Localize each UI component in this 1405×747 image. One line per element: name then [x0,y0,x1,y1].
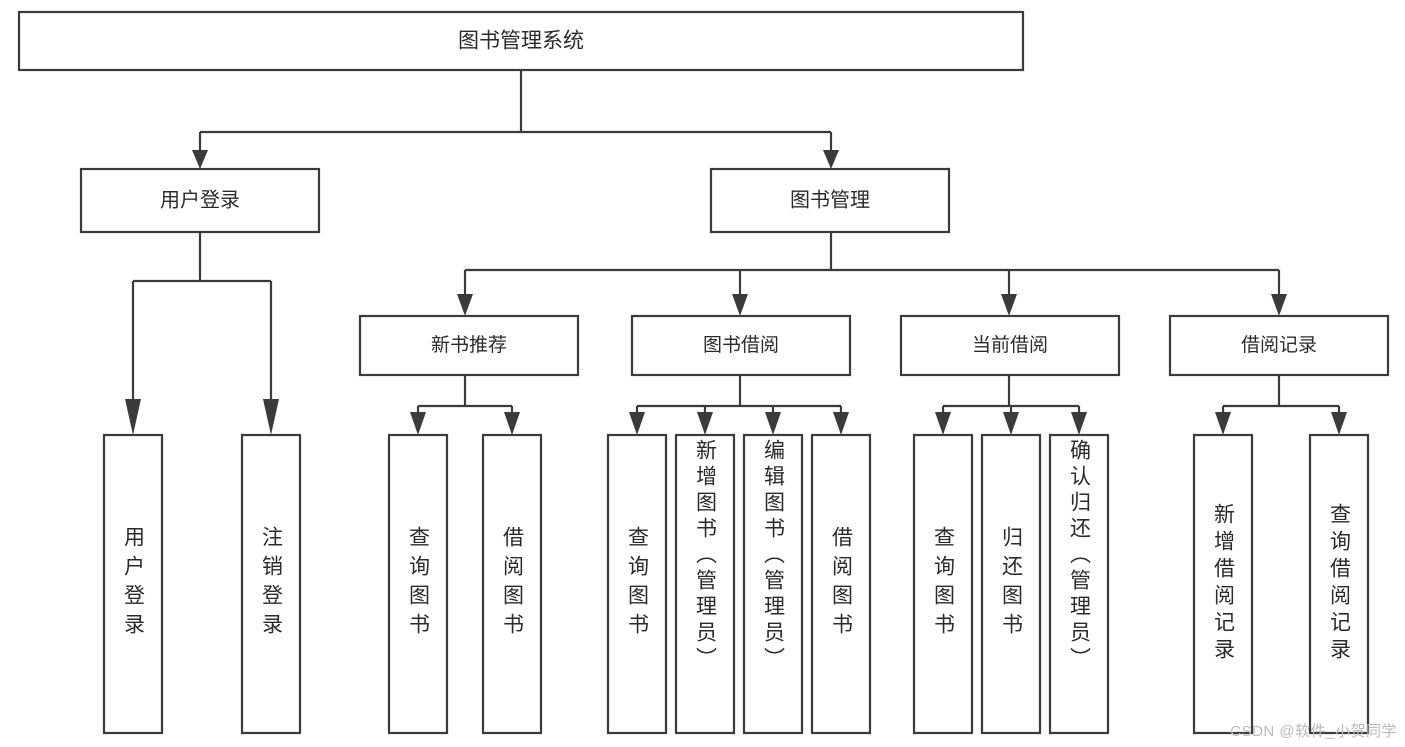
leaf-borrow-book-a-label: 借阅图书 [500,526,524,642]
node-borrow-record-label: 借阅记录 [1241,334,1317,356]
leaf-query-book-c-box[interactable] [912,433,974,735]
node-new-book-rec-label: 新书推荐 [431,334,507,356]
leaf-logout-box[interactable] [240,433,302,735]
leaf-add-record-label: 新增借阅记录 [1211,503,1235,665]
leaf-query-record[interactable] [1308,433,1370,735]
leaf-query-book-b[interactable] [606,433,668,735]
node-user-login-label: 用户登录 [160,188,240,211]
leaf-borrow-book-b-box[interactable] [810,433,872,735]
leaf-return-book-label: 归还图书 [999,526,1023,642]
leaf-borrow-book-b-label: 借阅图书 [829,526,853,642]
leaf-add-record-box[interactable] [1192,433,1254,735]
leaf-logout-label: 注销登录 [259,526,283,642]
node-book-manage-label: 图书管理 [790,188,870,211]
arrow-leaf-confirm-return [1071,412,1087,435]
leaf-query-book-c-label: 查询图书 [931,526,955,642]
node-user-login-box[interactable] [79,167,321,234]
arrow-leaf-add-book [697,412,713,435]
arrow-leaf-query-book-a [410,412,426,435]
arrow-leaf-edit-book [765,412,781,435]
node-current-borrow[interactable]: 当前借阅 [899,314,1121,377]
arrow-leaf-logout [263,399,279,435]
arrow-leaf-user-login [125,399,141,435]
node-borrow-record[interactable]: 借阅记录 [1168,314,1390,377]
arrow-to-book-manage [823,150,839,169]
arrow-to-borrow-record [1271,294,1287,316]
leaf-borrow-book-b[interactable] [810,433,872,735]
leaf-add-book[interactable] [674,433,736,735]
node-root-box[interactable] [17,10,1025,72]
arrow-to-current-borrow [1001,294,1017,316]
arrow-leaf-add-record [1215,412,1231,435]
leaf-edit-book[interactable] [742,433,804,735]
leaf-borrow-book-a-box[interactable] [481,433,543,735]
node-book-manage[interactable]: 图书管理 [709,167,951,234]
leaf-confirm-return-label: 确认归还（管理员） [1067,439,1091,673]
leaf-add-book-box[interactable] [674,433,736,735]
leaf-query-book-a-label: 查询图书 [406,526,430,642]
arrow-leaf-borrow-book-b [833,412,849,435]
leaf-query-record-box[interactable] [1308,433,1370,735]
leaf-confirm-return-box[interactable] [1048,433,1110,735]
arrow-to-book-borrow [732,294,748,316]
node-new-book-rec[interactable]: 新书推荐 [358,314,580,377]
node-user-login[interactable]: 用户登录 [79,167,321,234]
leaf-user-login-box[interactable] [102,433,164,735]
leaf-edit-book-box[interactable] [742,433,804,735]
arrow-leaf-query-book-b [629,412,645,435]
leaf-query-book-a[interactable] [387,433,449,735]
node-book-manage-box[interactable] [709,167,951,234]
leaf-add-record[interactable] [1192,433,1254,735]
leaf-query-book-b-box[interactable] [606,433,668,735]
leaf-add-book-label: 新增图书（管理员） [693,439,717,673]
node-book-borrow-label: 图书借阅 [703,334,779,356]
leaf-confirm-return[interactable] [1048,433,1110,735]
arrow-leaf-borrow-book-a [504,412,520,435]
leaf-query-book-b-label: 查询图书 [625,526,649,642]
node-current-borrow-box[interactable] [899,314,1121,377]
arrow-to-new-book-rec [457,294,473,316]
arrow-leaf-return-book [1003,412,1019,435]
leaf-user-login[interactable] [102,433,164,735]
arrow-leaf-query-book-c [935,412,951,435]
leaf-query-book-c[interactable] [912,433,974,735]
leaf-return-book-box[interactable] [980,433,1042,735]
node-root[interactable]: 图书管理系统 [17,10,1025,72]
leaf-return-book[interactable] [980,433,1042,735]
connector-layer [125,70,1347,435]
node-root-label: 图书管理系统 [458,30,584,53]
leaf-borrow-book-a[interactable] [481,433,543,735]
arrow-to-user-login [192,150,208,169]
node-book-borrow-box[interactable] [630,314,852,377]
leaf-query-record-label: 查询借阅记录 [1327,503,1351,665]
leaf-edit-book-label: 编辑图书（管理员） [761,439,785,673]
arrow-leaf-query-record [1331,412,1347,435]
node-current-borrow-label: 当前借阅 [972,334,1048,356]
leaf-user-login-label: 用户登录 [121,526,145,642]
node-book-borrow[interactable]: 图书借阅 [630,314,852,377]
leaf-query-book-a-box[interactable] [387,433,449,735]
leaf-logout[interactable] [240,433,302,735]
node-new-book-rec-box[interactable] [358,314,580,377]
node-borrow-record-box[interactable] [1168,314,1390,377]
